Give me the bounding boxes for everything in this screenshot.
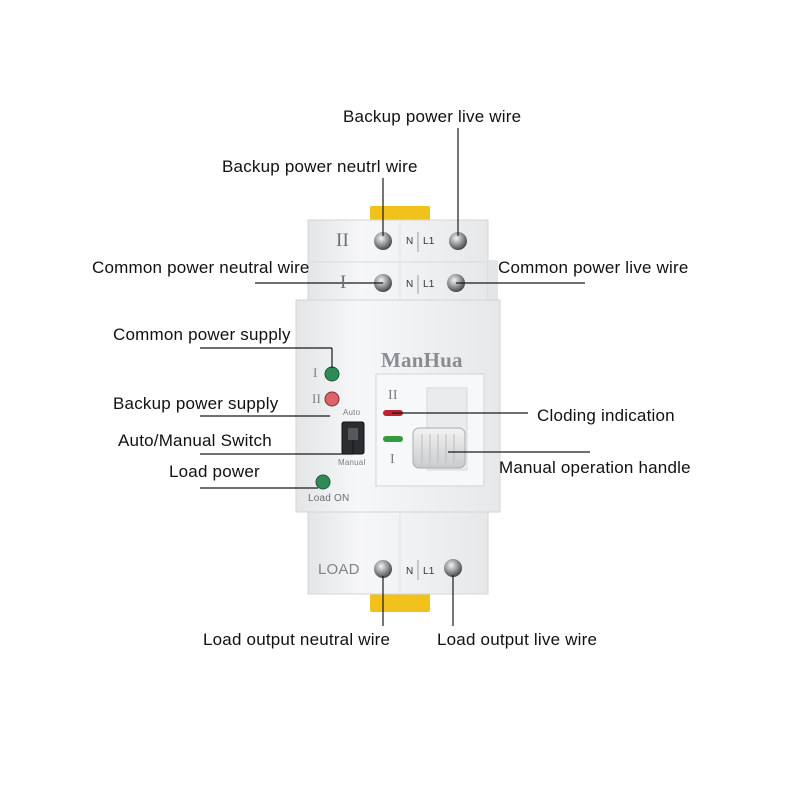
indicator-mark-two: II — [388, 388, 398, 403]
load-on-led — [315, 474, 331, 490]
terminal-mark-two: II — [336, 230, 350, 251]
label-backup-neutral-wire: Backup power neutrl wire — [222, 157, 418, 176]
indicator-mark-one: I — [390, 452, 395, 467]
label-load-output-live-wire: Load output live wire — [437, 630, 598, 649]
load-on-label: Load ON — [308, 493, 350, 504]
terminal-mark-one: I — [340, 272, 347, 293]
label-common-live-wire: Common power live wire — [498, 258, 689, 277]
label-closing-indication: Cloding indication — [537, 406, 675, 425]
label-backup-power-supply: Backup power supply — [113, 394, 279, 413]
manual-label: Manual — [338, 458, 366, 467]
bottom-din-clip — [370, 592, 430, 612]
load-live-label: L1 — [423, 566, 435, 577]
label-load-output-neutral-wire: Load output neutral wire — [203, 630, 391, 649]
upper-neutral-label: N — [406, 236, 414, 247]
supply-two-mark: II — [312, 391, 322, 406]
screw-backup-neutral — [374, 232, 392, 250]
auto-label: Auto — [343, 408, 361, 417]
screw-load-neutral — [374, 560, 392, 578]
load-neutral-label: N — [406, 566, 414, 577]
callout-leaders — [200, 128, 590, 626]
label-backup-live-wire: Backup power live wire — [343, 107, 522, 126]
screw-backup-live — [449, 232, 467, 250]
label-common-neutral-wire: Common power neutral wire — [92, 258, 310, 277]
backup-supply-led — [324, 391, 340, 407]
common-neutral-label: N — [406, 279, 414, 290]
upper-side-shoulder — [488, 260, 498, 300]
load-terminal-label: LOAD — [318, 561, 360, 578]
common-supply-led — [324, 366, 340, 382]
manual-operation-handle[interactable] — [412, 427, 466, 469]
screw-load-live — [444, 559, 462, 577]
upper-live-label: L1 — [423, 236, 435, 247]
lower-terminal-block — [307, 511, 489, 595]
brand-logo: ManHua — [381, 348, 463, 372]
label-manual-operation-handle: Manual operation handle — [499, 458, 691, 477]
label-auto-manual-switch: Auto/Manual Switch — [118, 431, 272, 450]
label-common-power-supply: Common power supply — [113, 325, 291, 344]
common-live-label: L1 — [423, 279, 435, 290]
closing-indicator-green — [383, 436, 403, 442]
label-load-power: Load power — [169, 462, 260, 481]
supply-one-mark: I — [313, 365, 318, 380]
